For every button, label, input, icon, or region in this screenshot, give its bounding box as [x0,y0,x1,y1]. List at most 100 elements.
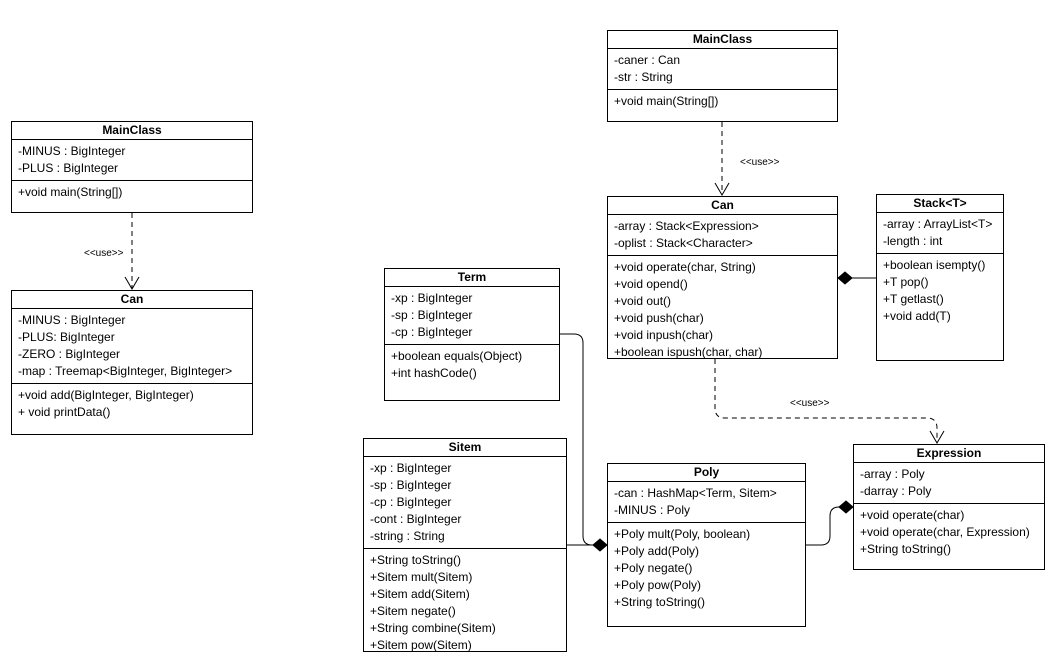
use-label: <<use>> [790,398,830,409]
method: +void opend() [614,277,688,291]
composition-diamond [837,271,853,285]
method: +Sitem add(Sitem) [370,587,470,601]
attribute: -string : String [370,529,445,543]
class-name: Expression [854,445,1044,463]
method: +T getlast() [883,292,944,306]
method: +void add(BigInteger, BigInteger) [18,388,194,402]
attributes-section: -MINUS : BigInteger -PLUS: BigInteger -Z… [12,309,252,384]
class-box-expression[interactable]: Expression -array : Poly -darray : Poly … [853,444,1045,570]
attribute: -darray : Poly [860,484,932,498]
method: +Poly add(Poly) [614,544,700,558]
class-name: Stack<T> [877,195,1003,213]
attribute: -caner : Can [614,53,681,67]
attribute: -map : Treemap<BigInteger, BigInteger> [18,364,233,378]
class-box-term[interactable]: Term -xp : BigInteger -sp : BigInteger -… [384,268,560,401]
use-label: <<use>> [84,248,124,259]
methods-section: +void main(String[]) [608,90,837,113]
dependency-edge-left-mainclass-can: <<use>> [84,213,140,290]
attribute: -sp : BigInteger [391,308,473,322]
methods-section: +Poly mult(Poly, boolean) +Poly add(Poly… [608,523,805,614]
attribute: -str : String [614,70,673,84]
class-box-right-can[interactable]: Can -array : Stack<Expression> -oplist :… [607,196,838,359]
methods-section: +boolean equals(Object) +int hashCode() [385,345,559,385]
method: +Sitem pow(Sitem) [370,638,472,652]
methods-section: +void main(String[]) [12,181,252,204]
method: +Poly pow(Poly) [614,578,702,592]
method: +boolean ispush(char, char) [614,345,763,359]
methods-section: +void operate(char, String) +void opend(… [608,256,837,364]
composition-diamond [838,500,854,514]
method: +Sitem negate() [370,604,456,618]
method: +Sitem mult(Sitem) [370,570,473,584]
attribute: -cp : BigInteger [370,495,452,509]
method: + void printData() [18,405,111,419]
attribute: -xp : BigInteger [370,461,452,475]
attributes-section: -array : ArrayList<T> -length : int [877,213,1003,254]
class-box-left-can[interactable]: Can -MINUS : BigInteger -PLUS: BigIntege… [11,290,253,435]
attribute: -sp : BigInteger [370,478,452,492]
composition-diamond [592,538,608,552]
method: +int hashCode() [391,366,477,380]
attribute: -oplist : Stack<Character> [614,236,753,250]
dependency-edge-right-mainclass-can: <<use>> [714,122,780,196]
use-label: <<use>> [740,157,780,168]
class-box-stack[interactable]: Stack<T> -array : ArrayList<T> -length :… [876,194,1004,361]
attributes-section: -xp : BigInteger -sp : BigInteger -cp : … [364,457,566,549]
method: +void operate(char, Expression) [860,525,1030,539]
composition-edge-poly-expression [806,500,854,546]
composition-edge-stack-can [837,271,876,285]
class-name: Poly [608,464,805,482]
attribute: -array : Stack<Expression> [614,219,759,233]
class-box-poly[interactable]: Poly -can : HashMap<Term, Sitem> -MINUS … [607,463,806,627]
attribute: -can : HashMap<Term, Sitem> [614,486,777,500]
attribute: -MINUS : Poly [614,503,691,517]
method: +String toString() [614,595,706,609]
methods-section: +boolean isempty() +T pop() +T getlast()… [877,254,1003,328]
method: +String toString() [860,542,952,556]
attribute: -ZERO : BigInteger [18,347,121,361]
class-box-left-mainclass[interactable]: MainClass -MINUS : BigInteger -PLUS : Bi… [11,121,253,213]
attributes-section: -caner : Can -str : String [608,49,837,90]
method: +void main(String[]) [614,94,719,108]
attribute: -xp : BigInteger [391,291,473,305]
class-name: MainClass [608,31,837,49]
methods-section: +void add(BigInteger, BigInteger) + void… [12,384,252,424]
attribute: -MINUS : BigInteger [18,313,126,327]
method: +Poly mult(Poly, boolean) [614,527,751,541]
method: +void operate(char, String) [614,260,756,274]
class-box-sitem[interactable]: Sitem -xp : BigInteger -sp : BigInteger … [363,438,567,652]
attribute: -cont : BigInteger [370,512,462,526]
attribute: -MINUS : BigInteger [18,144,126,158]
class-name: Term [385,269,559,287]
method: +void operate(char) [860,508,965,522]
method: +void add(T) [883,309,951,323]
composition-edge-term-poly [560,333,593,546]
attributes-section: -array : Stack<Expression> -oplist : Sta… [608,215,837,256]
method: +T pop() [883,275,929,289]
method: +boolean isempty() [883,258,986,272]
method: +void inpush(char) [614,328,714,342]
class-name: Can [608,197,837,215]
attribute: -cp : BigInteger [391,325,473,339]
method: +Poly negate() [614,561,693,575]
attributes-section: -xp : BigInteger -sp : BigInteger -cp : … [385,287,559,345]
dependency-edge-can-expression: <<use>> [714,359,945,444]
class-name: Can [12,291,252,309]
methods-section: +String toString() +Sitem mult(Sitem) +S… [364,549,566,657]
method: +void main(String[]) [18,185,123,199]
method: +boolean equals(Object) [391,349,523,363]
class-name: MainClass [12,122,252,140]
attribute: -array : ArrayList<T> [883,217,993,231]
attribute: -PLUS : BigInteger [18,161,119,175]
attributes-section: -array : Poly -darray : Poly [854,463,1044,504]
class-box-right-mainclass[interactable]: MainClass -caner : Can -str : String +vo… [607,30,838,122]
method: +String combine(Sitem) [370,621,496,635]
attributes-section: -MINUS : BigInteger -PLUS : BigInteger [12,140,252,181]
attributes-section: -can : HashMap<Term, Sitem> -MINUS : Pol… [608,482,805,523]
method: +void push(char) [614,311,704,325]
composition-edge-sitem-poly [567,538,608,552]
attribute: -array : Poly [860,467,925,481]
attribute: -PLUS: BigInteger [18,330,115,344]
attribute: -length : int [883,234,943,248]
